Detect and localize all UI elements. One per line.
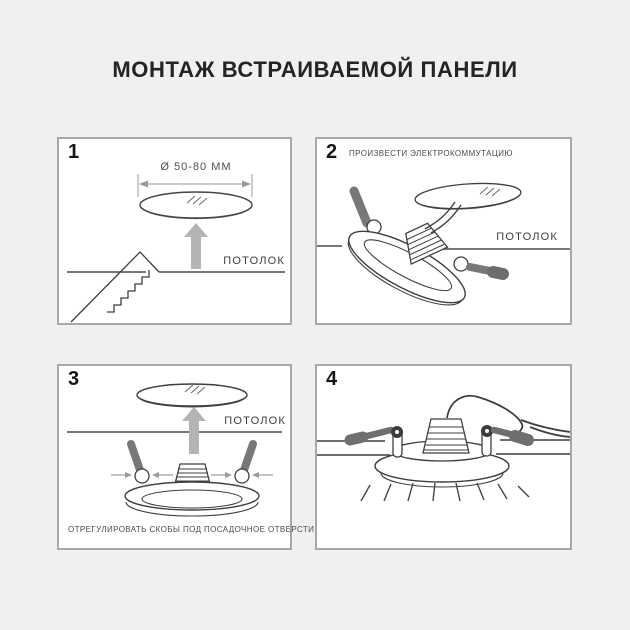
ceiling-label: ПОТОЛОК: [223, 255, 285, 267]
driver-box: [422, 418, 470, 454]
hole-diameter-label: Ø 50-80 ММ: [160, 161, 232, 173]
disc-shine: [479, 186, 501, 197]
power-wire: [446, 395, 570, 438]
step-3-number: 3: [68, 368, 80, 390]
panel-disc: [139, 191, 253, 220]
step-3-illustration: [67, 383, 282, 517]
step-4-number: 4: [326, 368, 338, 390]
spring-clip-left: [127, 440, 150, 484]
spring-clip-right: [453, 256, 509, 280]
step-4-illustration: [317, 395, 570, 502]
ceiling-label: ПОТОЛОК: [496, 231, 558, 243]
step-3-panel: 3 ПОТОЛОК ОТРЕГУЛИРОВАТЬ СКОБЫ ПОД ПОСАД…: [57, 364, 320, 550]
step-2-number: 2: [326, 141, 338, 163]
step-3-caption: ОТРЕГУЛИРОВАТЬ СКОБЫ ПОД ПОСАДОЧНОЕ ОТВЕ…: [68, 525, 321, 534]
disc-shine: [186, 195, 208, 206]
ceiling-line: [317, 245, 570, 250]
spring-clip-right: [234, 440, 257, 484]
driver-box: [405, 222, 449, 265]
panel-disc: [414, 182, 522, 210]
step-2-panel: 2 ПРОИЗВЕСТИ ЭЛЕКТРОКОММУТАЦИЮ ПОТОЛОК: [315, 137, 572, 325]
step-2-caption: ПРОИЗВЕСТИ ЭЛЕКТРОКОММУТАЦИЮ: [349, 149, 513, 158]
adjust-arrows: [111, 472, 273, 478]
page-title: МОНТАЖ ВСТРАИВАЕМОЙ ПАНЕЛИ: [112, 57, 518, 82]
spring-clip-left: [349, 186, 382, 235]
step-1-number: 1: [68, 141, 80, 163]
ceiling-label: ПОТОЛОК: [224, 415, 286, 427]
up-arrow-icon: [182, 407, 206, 454]
wires: [424, 201, 462, 234]
step-1-panel: 1 Ø 50-80 ММ ПОТОЛОК: [57, 137, 292, 325]
panel-disc: [136, 383, 248, 408]
spring-clip-right: [481, 425, 534, 446]
step-4-panel: 4: [315, 364, 572, 550]
spring-clip-left: [344, 426, 403, 446]
driver-box: [174, 463, 211, 485]
dimension-line: [137, 174, 253, 197]
light-rays: [360, 482, 530, 502]
step-1-illustration: [67, 174, 285, 323]
disc-shine: [184, 384, 206, 395]
cutout-flap: [70, 251, 160, 323]
up-arrow-icon: [184, 223, 208, 269]
panel-ring: [124, 481, 260, 517]
step-2-illustration: [317, 182, 570, 306]
